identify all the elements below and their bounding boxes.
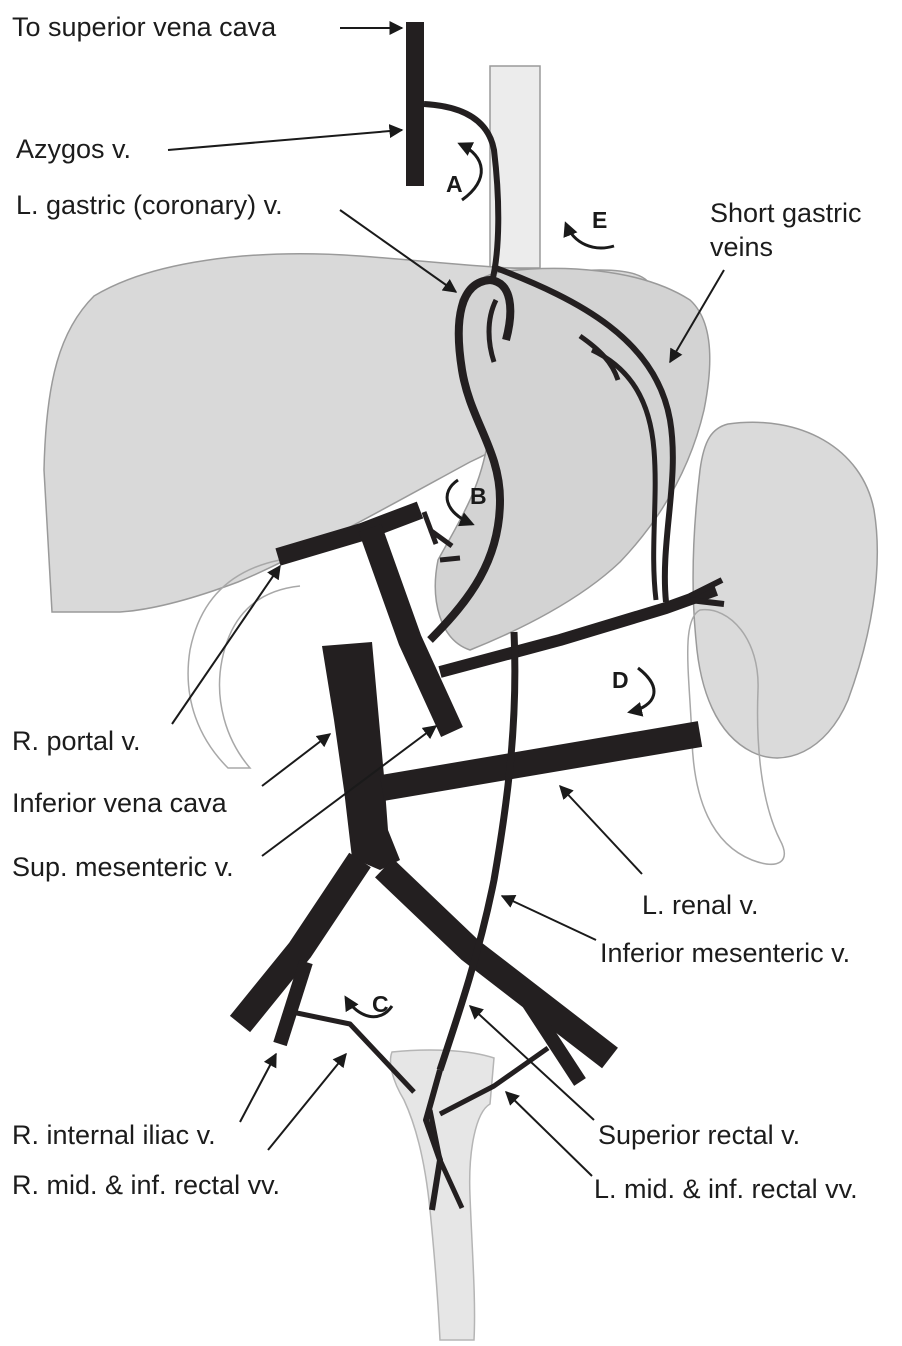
l-renal-arrow bbox=[560, 786, 642, 874]
spleen bbox=[693, 422, 877, 758]
label-l-gastric: L. gastric (coronary) v. bbox=[16, 190, 283, 220]
label-to-svc: To superior vena cava bbox=[12, 12, 277, 42]
label-superior-rectal: Superior rectal v. bbox=[598, 1120, 800, 1150]
route-d-arrow bbox=[630, 668, 654, 712]
inf-mesenteric-arrow bbox=[502, 896, 596, 940]
label-r-portal: R. portal v. bbox=[12, 726, 141, 756]
azygos-arrow bbox=[168, 130, 402, 150]
label-short-gastric-1: Short gastric bbox=[710, 198, 862, 228]
label-short-gastric-2: veins bbox=[710, 232, 773, 262]
r-rectal-arrow bbox=[268, 1054, 346, 1150]
route-a-arrow bbox=[460, 144, 481, 200]
splenic-hilum-branch-b bbox=[690, 600, 724, 604]
label-l-rectal: L. mid. & inf. rectal vv. bbox=[594, 1174, 858, 1204]
l-rectal-arrow bbox=[506, 1092, 592, 1176]
label-azygos: Azygos v. bbox=[16, 134, 131, 164]
inferior-mesenteric-vein bbox=[440, 632, 515, 1070]
label-ivc: Inferior vena cava bbox=[12, 788, 228, 818]
label-l-renal: L. renal v. bbox=[642, 890, 759, 920]
ivc-arrow bbox=[262, 734, 330, 786]
label-r-rectal: R. mid. & inf. rectal vv. bbox=[12, 1170, 280, 1200]
label-inf-mesenteric: Inferior mesenteric v. bbox=[600, 938, 850, 968]
inferior-vena-cava bbox=[322, 642, 400, 870]
label-r-internal-iliac: R. internal iliac v. bbox=[12, 1120, 216, 1150]
left-renal-vein bbox=[382, 734, 700, 788]
label-sup-mesenteric: Sup. mesenteric v. bbox=[12, 852, 234, 882]
route-a-label: A bbox=[446, 171, 463, 197]
r-internal-iliac-arrow bbox=[240, 1054, 276, 1122]
route-e-label: E bbox=[592, 207, 607, 233]
route-b-label: B bbox=[470, 483, 487, 509]
azygos-vein bbox=[406, 22, 424, 186]
route-d-label: D bbox=[612, 667, 629, 693]
route-c-label: C bbox=[372, 991, 389, 1017]
